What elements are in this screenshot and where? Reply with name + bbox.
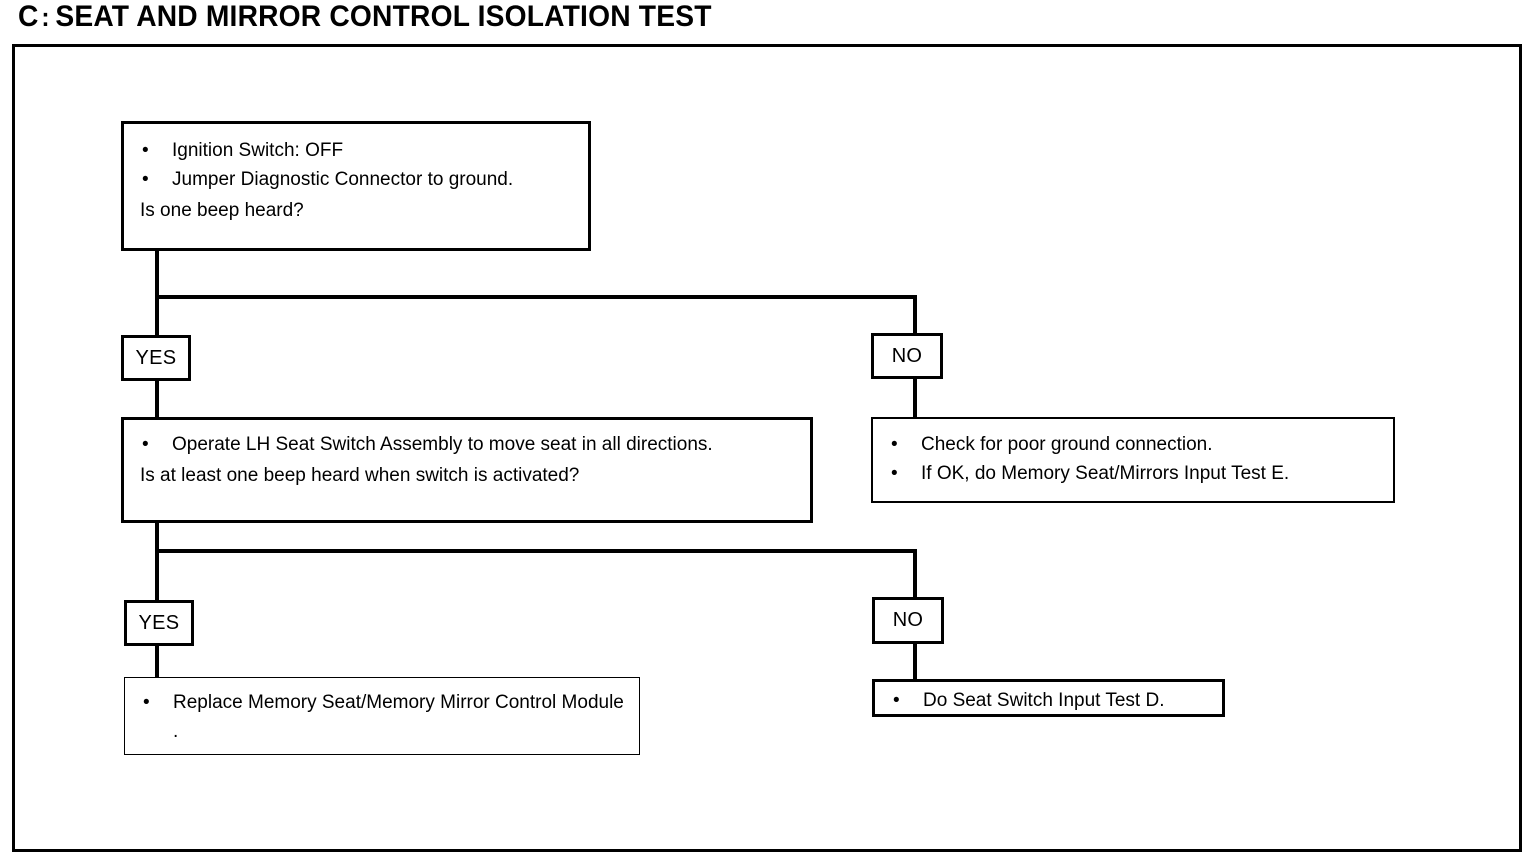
bullet-icon: • — [142, 140, 149, 161]
connector-no1-to-result — [913, 377, 917, 419]
step1-no-result-content: • Check for poor ground connection. • If… — [873, 419, 1393, 501]
branch2-no-label: NO — [892, 609, 924, 631]
bullet-icon: • — [891, 463, 898, 484]
page-title-text: SEAT AND MIRROR CONTROL ISOLATION TEST — [55, 0, 712, 33]
connector-step2-down — [155, 521, 159, 551]
step2-no-result-bullet-1: • Do Seat Switch Input Test D. — [889, 686, 1212, 715]
bullet-icon: • — [891, 434, 898, 455]
step1-content: • Ignition Switch: OFF • Jumper Diagnost… — [124, 124, 588, 248]
step2-no-result-bullet-1-text: Do Seat Switch Input Test D. — [923, 690, 1165, 711]
step2-question: Is at least one beep heard when switch i… — [140, 465, 580, 486]
connector-yes2-to-result — [155, 643, 159, 679]
branch2-no-label-box: NO — [872, 597, 944, 644]
step1-bullet-2-text: Jumper Diagnostic Connector to ground. — [172, 169, 514, 190]
branch1-no-label: NO — [891, 344, 923, 367]
step1-no-result-bullet-2: • If OK, do Memory Seat/Mirrors Input Te… — [887, 459, 1379, 488]
branch2-yes-label: YES — [138, 611, 180, 634]
connector-yes1-to-step2 — [155, 381, 159, 419]
page-title: C:SEAT AND MIRROR CONTROL ISOLATION TEST — [18, 0, 958, 36]
bullet-icon: • — [893, 690, 900, 711]
step1-no-result-bullet-1: • Check for poor ground connection. — [887, 430, 1379, 459]
step1-question: Is one beep heard? — [140, 200, 304, 221]
connector-branch1-yes-down — [155, 295, 159, 337]
step2-bullet-1: • Operate LH Seat Switch Assembly to mov… — [138, 430, 796, 459]
page-title-letter: C — [18, 0, 39, 33]
connector-branch1-no-down — [913, 295, 917, 335]
bullet-icon: • — [143, 692, 150, 713]
bullet-icon: • — [142, 169, 149, 190]
page-title-separator: : — [41, 2, 50, 32]
branch1-no-label-box: NO — [871, 333, 943, 379]
connector-branch2-yes-down — [155, 549, 159, 601]
step2-bullet-1-text: Operate LH Seat Switch Assembly to move … — [172, 434, 713, 455]
step2-no-result-box: • Do Seat Switch Input Test D. — [872, 679, 1225, 717]
step1-bullet-1: • Ignition Switch: OFF — [138, 136, 574, 165]
step1-no-result-bullet-1-text: Check for poor ground connection. — [921, 434, 1213, 455]
step2-content: • Operate LH Seat Switch Assembly to mov… — [124, 420, 810, 520]
diagram-frame: • Ignition Switch: OFF • Jumper Diagnost… — [12, 44, 1522, 852]
branch2-yes-label-box: YES — [124, 600, 194, 646]
connector-no2-to-result — [913, 641, 917, 679]
step1-no-result-box: • Check for poor ground connection. • If… — [871, 417, 1395, 503]
connector-step1-down — [155, 251, 159, 299]
step2-yes-result-box: • Replace Memory Seat/Memory Mirror Cont… — [124, 677, 640, 755]
bullet-icon: • — [142, 434, 149, 455]
connector-branch2-no-down — [913, 549, 917, 597]
step1-bullet-1-text: Ignition Switch: OFF — [172, 140, 344, 161]
branch1-yes-label: YES — [135, 346, 177, 369]
step1-no-result-bullet-2-text: If OK, do Memory Seat/Mirrors Input Test… — [921, 463, 1290, 484]
step2-yes-result-content: • Replace Memory Seat/Memory Mirror Cont… — [125, 678, 639, 754]
connector-branch2-horizontal — [155, 549, 917, 553]
step2-no-result-content: • Do Seat Switch Input Test D. — [875, 682, 1222, 714]
branch1-yes-label-box: YES — [121, 335, 191, 381]
step2-yes-result-bullet-1-text: Replace Memory Seat/Memory Mirror Contro… — [173, 692, 624, 742]
step2-yes-result-bullet-1: • Replace Memory Seat/Memory Mirror Cont… — [139, 688, 625, 746]
connector-branch1-horizontal — [155, 295, 917, 299]
step2-box: • Operate LH Seat Switch Assembly to mov… — [121, 417, 813, 523]
step1-bullet-2: • Jumper Diagnostic Connector to ground. — [138, 165, 574, 194]
step1-box: • Ignition Switch: OFF • Jumper Diagnost… — [121, 121, 591, 251]
